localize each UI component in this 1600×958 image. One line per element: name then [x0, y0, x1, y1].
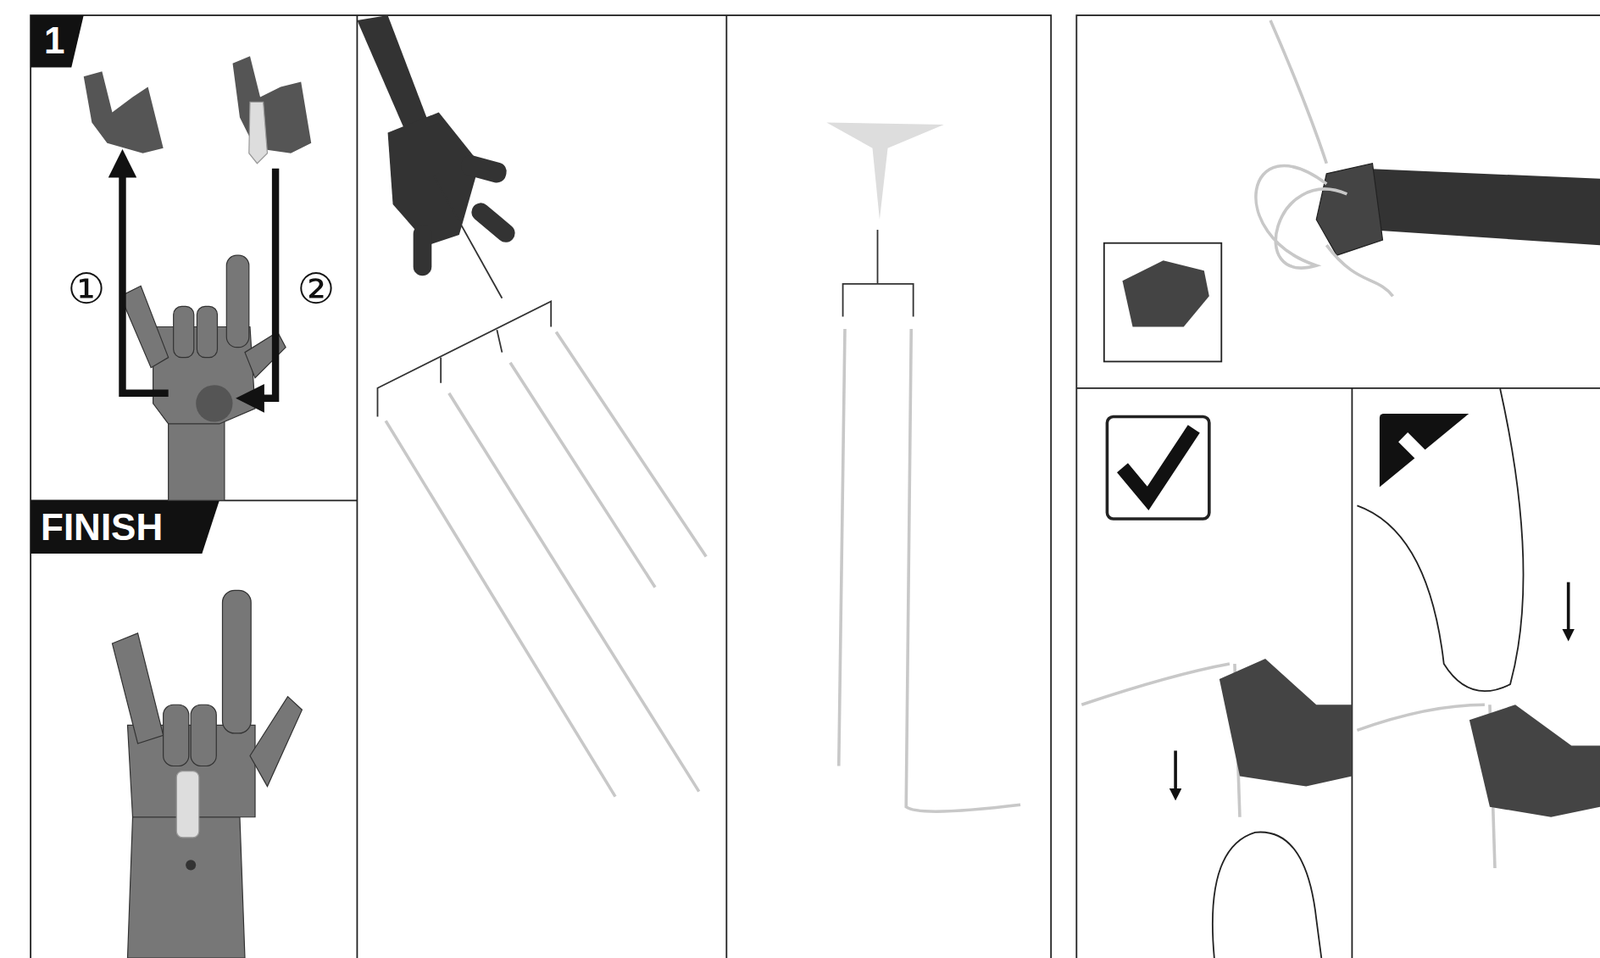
callout-number: ①: [67, 267, 106, 311]
finish-banner: FINISH: [40, 508, 163, 546]
callout-number: ②: [297, 267, 336, 311]
step-number: 1: [44, 22, 65, 60]
